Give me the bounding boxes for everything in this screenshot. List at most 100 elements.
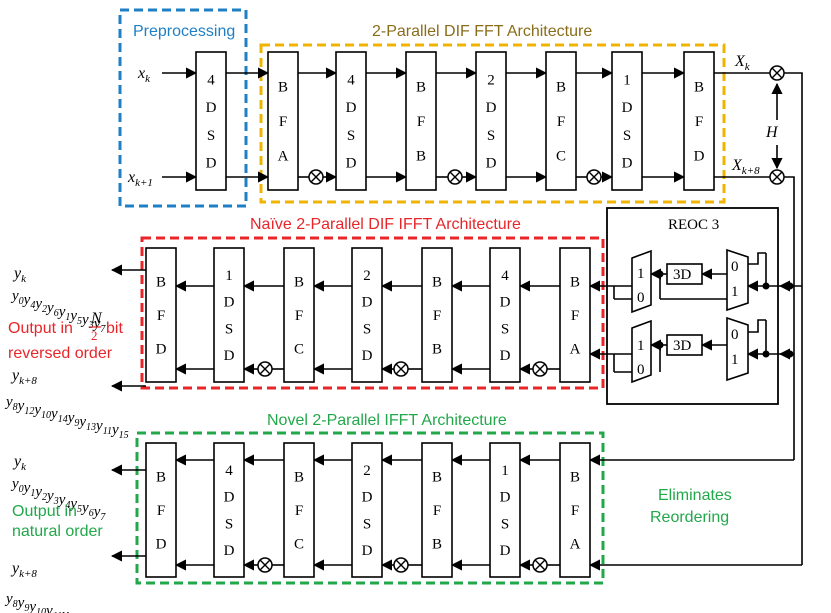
novel-dsd-block-text: 4	[225, 463, 233, 479]
novel-top-sequence: y0y1y2y3y4y5y6y7	[10, 476, 106, 523]
novel-dsd-block-text: S	[501, 516, 509, 532]
multiplier-icon	[393, 557, 409, 573]
fft-dsd-block-box	[335, 51, 367, 191]
fft-bfb-block-box	[405, 51, 437, 191]
preprocessing-dsd-block-box	[195, 51, 227, 191]
naive-top-sequence: y0y4y2y6y1y5y3y7	[10, 288, 106, 335]
fft-bfb-block: BFB	[405, 51, 437, 191]
reoc-frame	[606, 207, 779, 405]
delay-3d-bottom	[666, 334, 703, 356]
fft-bfc-block-text: F	[557, 114, 565, 130]
novel-dsd-block-text: S	[363, 516, 371, 532]
novel-bfc-block: BFC	[283, 442, 315, 578]
naive-note-prefix: Output in	[8, 320, 73, 337]
novel-ifft-title: Novel 2-Parallel IFFT Architecture	[267, 412, 507, 429]
mux-left-top-label-0: 0	[637, 290, 645, 306]
naive-bfd-block-box	[145, 247, 177, 383]
novel-dsd-block-text: D	[224, 490, 235, 506]
fft-bfa-block: BFA	[267, 51, 299, 191]
fft-dsd-block-text: D	[486, 100, 497, 116]
naive-dsd-block-text: S	[501, 321, 509, 337]
novel-note-line1: Output in	[12, 503, 77, 520]
novel-bfb-block: BFB	[421, 442, 453, 578]
naive-dsd-block-text: D	[362, 348, 373, 364]
mux-right-top-label-1: 1	[731, 284, 739, 300]
novel-dsd-block-box	[489, 442, 521, 578]
naive-dsd-block-text: 4	[501, 268, 509, 284]
naive-dsd-block-text: 1	[225, 268, 233, 284]
novel-bfa-block-box	[559, 442, 591, 578]
mux-right-top	[726, 248, 749, 312]
naive-ifft-frame	[140, 236, 605, 390]
novel-bfa-block-text: B	[570, 470, 580, 486]
naive-bfb-block: BFB	[421, 247, 453, 383]
fft-bfb-block-text: B	[416, 149, 426, 165]
multiplier-icon	[769, 169, 785, 185]
fft-bfd-block: BFD	[683, 51, 715, 191]
multiplier-icon	[257, 361, 273, 377]
novel-bfd-block-text: F	[157, 503, 165, 519]
novel-bfd-block-box	[145, 442, 177, 578]
novel-yk-label: yk	[12, 453, 27, 473]
junction-dot	[656, 270, 664, 278]
fft-dsd-block-text: 2	[487, 73, 495, 89]
fft-bfd-block-text: F	[695, 114, 703, 130]
naive-bfc-block-box	[283, 247, 315, 383]
multiplier-icon	[532, 557, 548, 573]
novel-bfb-block-text: B	[432, 470, 442, 486]
naive-dsd-block-box	[351, 247, 383, 383]
naive-bfb-block-text: B	[432, 342, 442, 358]
naive-bfa-block-box	[559, 247, 591, 383]
processing-blocks: 4DSDBFA4DSDBFB2DSDBFC1DSDBFDBFD1DSDBFC2D…	[145, 51, 715, 578]
naive-yk-label: yk	[12, 265, 27, 285]
naive-bfc-block-text: C	[294, 342, 304, 358]
naive-bfd-block: BFD	[145, 247, 177, 383]
novel-dsd-block-text: 2	[363, 463, 371, 479]
novel-bfd-block-text: B	[156, 470, 166, 486]
reoc-title: REOC 3	[668, 217, 719, 233]
junction-dot	[762, 282, 770, 290]
filter-H-label: H	[765, 124, 779, 141]
fft-dsd-block-text: 4	[347, 73, 355, 89]
naive-bfa-block-text: A	[570, 342, 581, 358]
mux-right-top-label-0: 0	[731, 259, 739, 275]
preprocessing-title: Preprocessing	[133, 23, 235, 40]
naive-yk8-label: yk+8	[10, 367, 37, 387]
multiplier-icon	[769, 65, 785, 81]
novel-bfb-block-box	[421, 442, 453, 578]
fft-bfc-block: BFC	[545, 51, 577, 191]
novel-dsd-block-text: D	[500, 543, 511, 559]
output-Xk8-label: Xk+8	[731, 157, 760, 177]
fft-dsd-block-text: D	[622, 100, 633, 116]
fft-title: 2-Parallel DIF FFT Architecture	[372, 23, 592, 40]
novel-bfc-block-text: F	[295, 503, 303, 519]
delay-3d-top	[666, 263, 703, 285]
novel-bfc-block-text: B	[294, 470, 304, 486]
naive-bfd-block-text: F	[157, 308, 165, 324]
fft-bfb-block-text: F	[417, 114, 425, 130]
naive-note-frac-num: N	[90, 310, 103, 327]
multiplier-icon	[586, 169, 602, 185]
fft-dsd-block-text: D	[486, 155, 497, 171]
naive-dsd-block-text: 2	[363, 268, 371, 284]
naive-dsd-block-box	[489, 247, 521, 383]
novel-dsd-block-text: 1	[501, 463, 509, 479]
novel-bfd-block-text: D	[156, 537, 167, 553]
multiplier-icon	[393, 361, 409, 377]
naive-bottom-sequence: y8y12y10y14y9y13y11y15	[4, 394, 129, 441]
naive-note-bit: bit	[106, 320, 123, 337]
naive-bfd-block-text: D	[156, 342, 167, 358]
novel-bfa-block-text: F	[571, 503, 579, 519]
naive-bfa-block-text: F	[571, 308, 579, 324]
preprocessing-frame	[118, 8, 248, 208]
fft-bfa-block-text: B	[278, 80, 288, 96]
mux-left-top	[631, 249, 652, 314]
fft-dsd-block-text: D	[346, 155, 357, 171]
naive-dsd-block-text: D	[500, 295, 511, 311]
novel-bfb-block-text: B	[432, 537, 442, 553]
novel-bfa-block: BFA	[559, 442, 591, 578]
